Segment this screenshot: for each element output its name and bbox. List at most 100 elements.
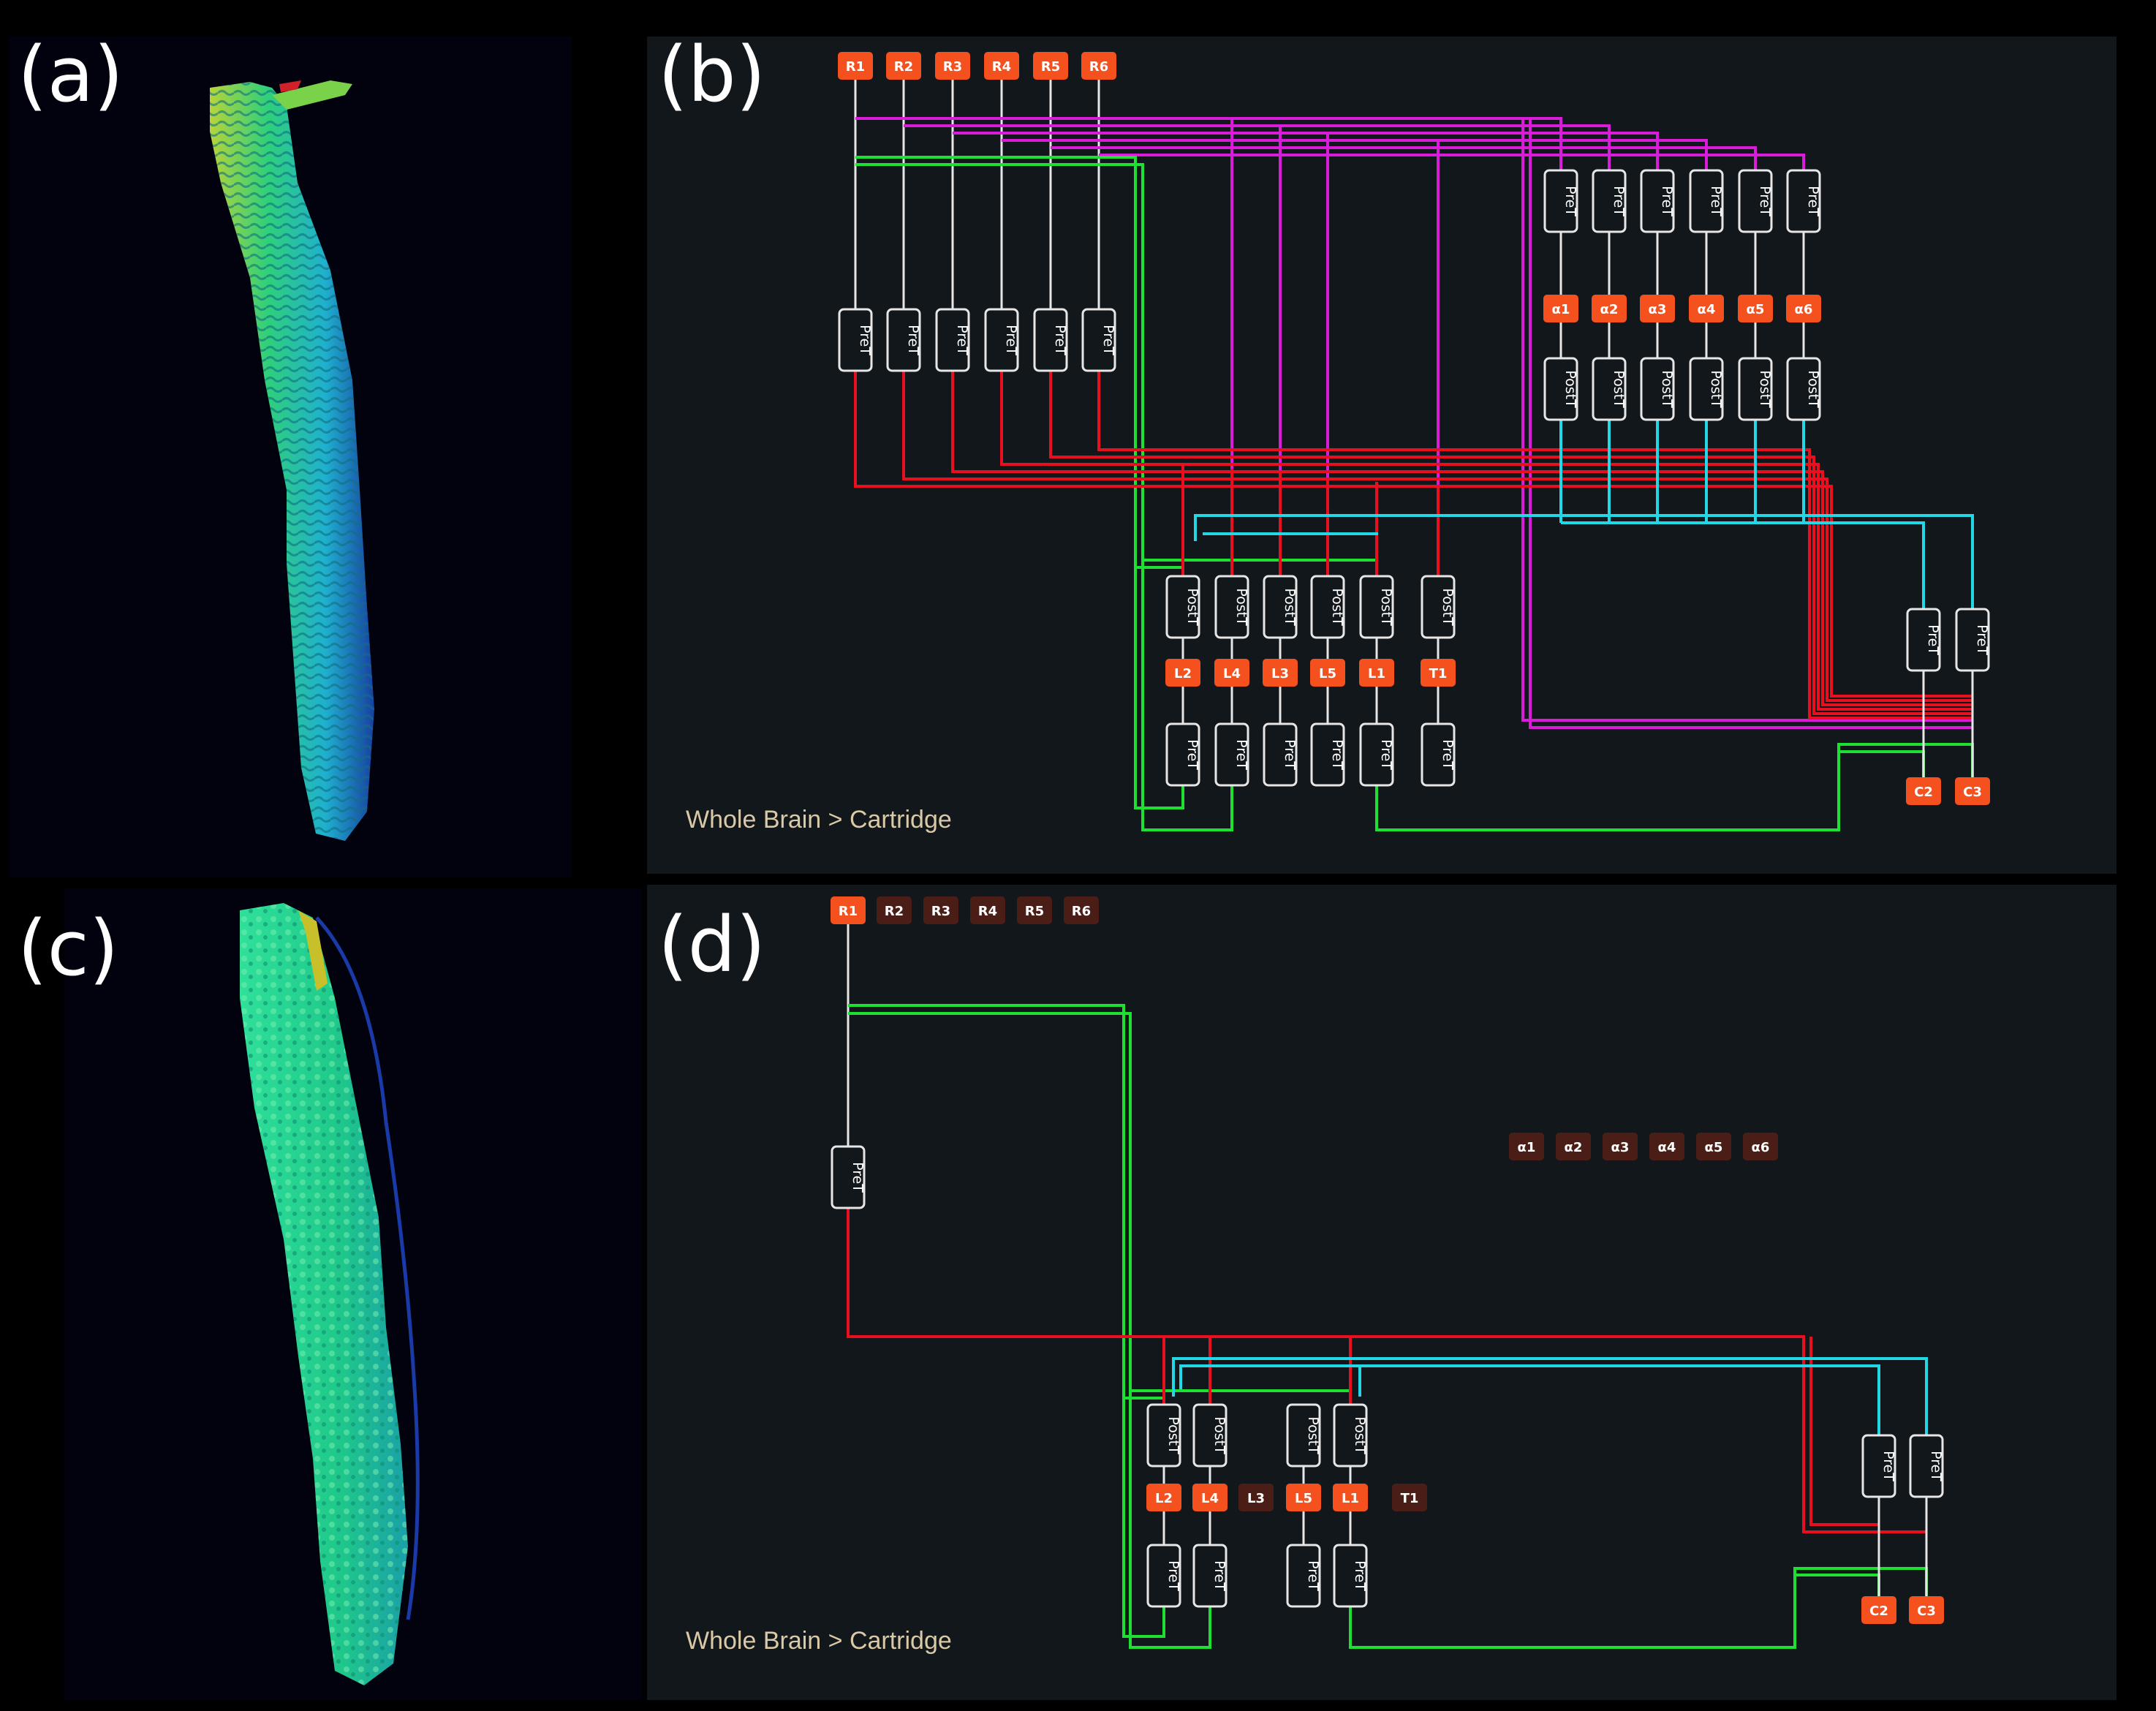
node-r3[interactable]: R3 <box>935 52 970 80</box>
node-d-alpha-4[interactable]: α4 <box>1649 1133 1684 1160</box>
node-alpha-1[interactable]: α1 <box>1543 295 1578 322</box>
node-r2[interactable]: R2 <box>886 52 921 80</box>
panel-a-render: (a) <box>9 37 572 877</box>
panel-c-render: (c) <box>18 888 642 1700</box>
alpha-pret-3-label: PreT <box>1659 186 1675 216</box>
node-d-alpha-5[interactable]: α5 <box>1696 1133 1731 1160</box>
breadcrumb-b[interactable]: Whole Brain > Cartridge <box>686 806 952 834</box>
node-d-l2-label: L2 <box>1155 1491 1173 1506</box>
magenta-loop-2 <box>1529 118 1972 729</box>
node-d-l3[interactable]: L3 <box>1238 1484 1274 1511</box>
node-t1[interactable]: T1 <box>1421 659 1456 687</box>
node-d-c2[interactable]: C2 <box>1861 1596 1896 1624</box>
node-d-r1[interactable]: R1 <box>831 896 866 924</box>
alpha-pret-6[interactable]: PreT <box>1786 169 1821 233</box>
alpha-pret-3[interactable]: PreT <box>1640 169 1675 233</box>
node-d-l4-label: L4 <box>1201 1491 1219 1506</box>
node-alpha-4[interactable]: α4 <box>1689 295 1724 322</box>
node-l4[interactable]: L4 <box>1214 659 1249 687</box>
node-c3[interactable]: C3 <box>1955 777 1990 805</box>
lamina-pret-1[interactable]: PreT <box>1165 722 1200 787</box>
receptor-pret-2[interactable]: PreT <box>886 308 921 372</box>
node-d-t1[interactable]: T1 <box>1392 1484 1427 1511</box>
lamina-postt-6[interactable]: PostT <box>1421 575 1456 639</box>
alpha-postt-1[interactable]: PostT <box>1543 357 1578 421</box>
lamina-pret-4[interactable]: PreT <box>1310 722 1345 787</box>
node-l3[interactable]: L3 <box>1263 659 1298 687</box>
node-l1[interactable]: L1 <box>1359 659 1394 687</box>
receptor-pret-4[interactable]: PreT <box>984 308 1019 372</box>
lamina-postt-4[interactable]: PostT <box>1310 575 1345 639</box>
lamina-d-postt-2[interactable]: PostT <box>1192 1403 1228 1468</box>
node-d-l5[interactable]: L5 <box>1286 1484 1321 1511</box>
lamina-pret-6[interactable]: PreT <box>1421 722 1456 787</box>
node-r4[interactable]: R4 <box>984 52 1019 80</box>
lamina-d-pret-2[interactable]: PreT <box>1192 1544 1228 1608</box>
alpha-postt-2[interactable]: PostT <box>1592 357 1627 421</box>
node-alpha-3[interactable]: α3 <box>1640 295 1675 322</box>
output-pret-1[interactable]: PreT <box>1906 608 1941 672</box>
node-d-l4[interactable]: L4 <box>1192 1484 1228 1511</box>
alpha-postt-1-label: PostT <box>1562 370 1578 408</box>
node-d-r3[interactable]: R3 <box>923 896 958 924</box>
node-r5[interactable]: R5 <box>1033 52 1068 80</box>
node-r1[interactable]: R1 <box>838 52 873 80</box>
receptor-pret-1[interactable]: PreT <box>838 308 873 372</box>
r1-pret-d[interactable]: PreT <box>831 1145 866 1209</box>
node-d-alpha-2[interactable]: α2 <box>1556 1133 1591 1160</box>
node-d-r6[interactable]: R6 <box>1064 896 1099 924</box>
alpha-postt-6[interactable]: PostT <box>1786 357 1821 421</box>
receptor-pret-5[interactable]: PreT <box>1033 308 1068 372</box>
alpha-pret-2-label: PreT <box>1611 186 1627 216</box>
node-d-l2[interactable]: L2 <box>1146 1484 1181 1511</box>
node-l2-label: L2 <box>1174 666 1192 681</box>
alpha-pret-1[interactable]: PreT <box>1543 169 1578 233</box>
node-d-l1-label: L1 <box>1342 1491 1359 1506</box>
lamina-d-pret-4[interactable]: PreT <box>1286 1544 1321 1608</box>
node-d-alpha-6[interactable]: α6 <box>1743 1133 1778 1160</box>
node-d-r2[interactable]: R2 <box>877 896 912 924</box>
node-r6[interactable]: R6 <box>1081 52 1116 80</box>
output-d-pret-1[interactable]: PreT <box>1861 1434 1896 1498</box>
lamina-d-postt-2-label: PostT <box>1211 1416 1228 1454</box>
lamina-postt-2[interactable]: PostT <box>1214 575 1249 639</box>
alpha-pret-5[interactable]: PreT <box>1738 169 1773 233</box>
lamina-d-pret-1[interactable]: PreT <box>1146 1544 1181 1608</box>
node-l2[interactable]: L2 <box>1165 659 1200 687</box>
lamina-d-postt-1[interactable]: PostT <box>1146 1403 1181 1468</box>
receptor-pret-6[interactable]: PreT <box>1081 308 1116 372</box>
lamina-d-postt-4[interactable]: PostT <box>1286 1403 1321 1468</box>
output-d-pret-2-label: PreT <box>1928 1451 1944 1481</box>
lamina-d-pret-5[interactable]: PreT <box>1333 1544 1368 1608</box>
node-d-r4[interactable]: R4 <box>970 896 1005 924</box>
lamina-pret-3[interactable]: PreT <box>1263 722 1298 787</box>
alpha-pret-4[interactable]: PreT <box>1689 169 1724 233</box>
node-alpha-6[interactable]: α6 <box>1786 295 1821 322</box>
node-l5[interactable]: L5 <box>1310 659 1345 687</box>
node-alpha-5[interactable]: α5 <box>1738 295 1773 322</box>
lamina-d-postt-5[interactable]: PostT <box>1333 1403 1368 1468</box>
alpha-postt-3[interactable]: PostT <box>1640 357 1675 421</box>
receptor-pret-3[interactable]: PreT <box>935 308 970 372</box>
node-d-l1[interactable]: L1 <box>1333 1484 1368 1511</box>
alpha-postt-3-label: PostT <box>1659 370 1675 408</box>
lamina-postt-3[interactable]: PostT <box>1263 575 1298 639</box>
node-d-r5[interactable]: R5 <box>1017 896 1052 924</box>
node-alpha-2[interactable]: α2 <box>1592 295 1627 322</box>
lamina-postt-5[interactable]: PostT <box>1359 575 1394 639</box>
node-d-alpha-3[interactable]: α3 <box>1603 1133 1638 1160</box>
lamina-postt-1[interactable]: PostT <box>1165 575 1200 639</box>
alpha-postt-4-label: PostT <box>1708 370 1724 408</box>
output-d-pret-2[interactable]: PreT <box>1909 1434 1944 1498</box>
lamina-pret-2[interactable]: PreT <box>1214 722 1249 787</box>
alpha-postt-5[interactable]: PostT <box>1738 357 1773 421</box>
alpha-pret-2[interactable]: PreT <box>1592 169 1627 233</box>
output-pret-2[interactable]: PreT <box>1955 608 1990 672</box>
breadcrumb-d[interactable]: Whole Brain > Cartridge <box>686 1627 952 1655</box>
node-c2[interactable]: C2 <box>1906 777 1941 805</box>
lamina-pret-5[interactable]: PreT <box>1359 722 1394 787</box>
node-d-alpha-1[interactable]: α1 <box>1509 1133 1544 1160</box>
alpha-postt-4[interactable]: PostT <box>1689 357 1724 421</box>
node-d-c3[interactable]: C3 <box>1909 1596 1944 1624</box>
